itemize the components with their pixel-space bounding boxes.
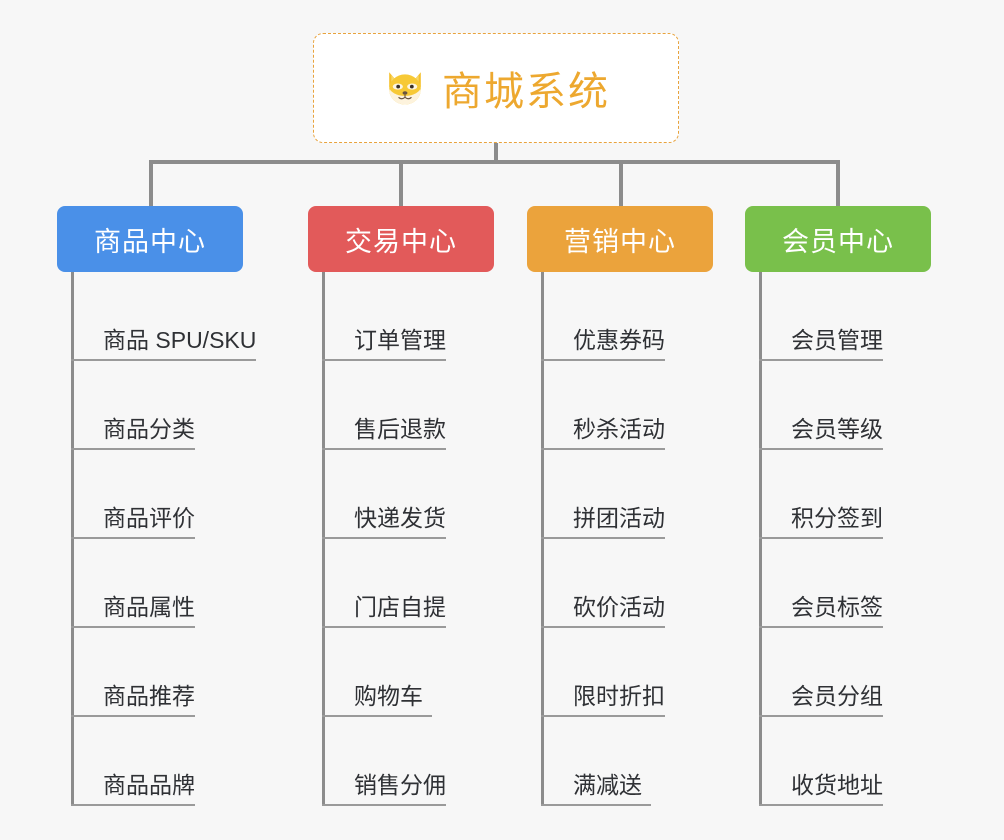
leaf-item-label: 商品属性 (103, 594, 195, 621)
leaf-item[interactable]: 满减送 (541, 717, 651, 806)
branch-node-member-center[interactable]: 会员中心 (745, 206, 931, 272)
leaf-item-label: 拼团活动 (573, 505, 665, 532)
leaf-item-label: 售后退款 (354, 416, 446, 443)
leaf-item[interactable]: 商品评价 (71, 450, 195, 539)
leaf-item-label: 购物车 (354, 683, 423, 710)
branch-node-product-center[interactable]: 商品中心 (57, 206, 243, 272)
leaf-item[interactable]: 会员标签 (759, 539, 883, 628)
leaf-item-label: 会员等级 (791, 416, 883, 443)
leaf-item[interactable]: 商品分类 (71, 361, 195, 450)
connector-drop-4 (836, 160, 840, 208)
leaf-item-label: 快递发货 (354, 505, 446, 532)
leaf-item-label: 商品分类 (103, 416, 195, 443)
leaf-item[interactable]: 销售分佣 (322, 717, 446, 806)
leaf-item[interactable]: 收货地址 (759, 717, 883, 806)
leaf-item-label: 会员管理 (791, 327, 883, 354)
leaf-item[interactable]: 门店自提 (322, 539, 446, 628)
connector-drop-2 (399, 160, 403, 208)
leaf-item-label: 秒杀活动 (573, 416, 665, 443)
connector-horizontal-bus (149, 160, 840, 164)
branch-spine (759, 272, 762, 806)
leaf-item-label: 满减送 (573, 772, 642, 799)
branch-column-trade-center: 订单管理 售后退款 快递发货 门店自提 购物车 销售分佣 (322, 272, 446, 806)
leaf-item[interactable]: 秒杀活动 (541, 361, 665, 450)
leaf-item[interactable]: 会员管理 (759, 272, 883, 361)
leaf-item-label: 门店自提 (354, 594, 446, 621)
shiba-dog-icon (382, 65, 428, 111)
branch-node-label: 商品中心 (94, 226, 206, 257)
branch-node-label: 交易中心 (345, 226, 457, 257)
leaf-item-label: 商品评价 (103, 505, 195, 532)
leaf-item[interactable]: 快递发货 (322, 450, 446, 539)
leaf-item[interactable]: 限时折扣 (541, 628, 665, 717)
root-node[interactable]: 商城系统 (313, 33, 679, 143)
leaf-item-label: 商品推荐 (103, 683, 195, 710)
root-title: 商城系统 (442, 70, 610, 114)
branch-node-label: 营销中心 (564, 226, 676, 257)
leaf-item[interactable]: 售后退款 (322, 361, 446, 450)
branch-spine (541, 272, 544, 806)
leaf-item-label: 优惠券码 (573, 327, 665, 354)
leaf-item[interactable]: 拼团活动 (541, 450, 665, 539)
branch-spine (71, 272, 74, 806)
leaf-item[interactable]: 商品属性 (71, 539, 195, 628)
leaf-item[interactable]: 积分签到 (759, 450, 883, 539)
leaf-item[interactable]: 砍价活动 (541, 539, 665, 628)
leaf-item-label: 砍价活动 (573, 594, 665, 621)
connector-root-stem (494, 143, 498, 162)
connector-drop-1 (149, 160, 153, 208)
leaf-item-label: 积分签到 (791, 505, 883, 532)
leaf-item-label: 商品 SPU/SKU (103, 327, 257, 354)
leaf-item-label: 会员分组 (791, 683, 883, 710)
branch-node-trade-center[interactable]: 交易中心 (308, 206, 494, 272)
leaf-item[interactable]: 会员等级 (759, 361, 883, 450)
branch-node-label: 会员中心 (782, 226, 894, 257)
branch-column-member-center: 会员管理 会员等级 积分签到 会员标签 会员分组 收货地址 (759, 272, 883, 806)
leaf-item[interactable]: 商品品牌 (71, 717, 195, 806)
leaf-item-label: 商品品牌 (103, 772, 195, 799)
branch-column-product-center: 商品 SPU/SKU 商品分类 商品评价 商品属性 商品推荐 商品品牌 (71, 272, 257, 806)
connector-drop-3 (619, 160, 623, 208)
leaf-item[interactable]: 优惠券码 (541, 272, 665, 361)
leaf-item-label: 限时折扣 (573, 683, 665, 710)
leaf-item-label: 销售分佣 (354, 772, 446, 799)
leaf-item[interactable]: 购物车 (322, 628, 432, 717)
leaf-item-label: 会员标签 (791, 594, 883, 621)
branch-node-marketing-center[interactable]: 营销中心 (527, 206, 713, 272)
leaf-item-label: 订单管理 (354, 327, 446, 354)
leaf-item[interactable]: 商品 SPU/SKU (71, 272, 257, 361)
leaf-item[interactable]: 商品推荐 (71, 628, 195, 717)
branch-column-marketing-center: 优惠券码 秒杀活动 拼团活动 砍价活动 限时折扣 满减送 (541, 272, 665, 806)
branch-spine (322, 272, 325, 806)
leaf-item[interactable]: 订单管理 (322, 272, 446, 361)
leaf-item[interactable]: 会员分组 (759, 628, 883, 717)
leaf-item-label: 收货地址 (791, 772, 883, 799)
